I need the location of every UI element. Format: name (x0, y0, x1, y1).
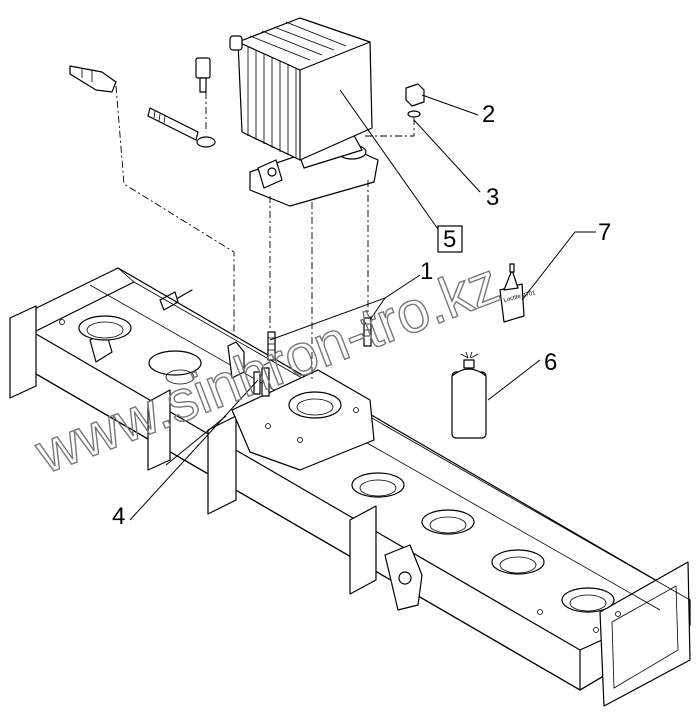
callout-5: 5 (443, 226, 456, 253)
spray-can (451, 351, 487, 439)
callout-7: 7 (598, 219, 611, 246)
assembly-centerlines (115, 85, 415, 380)
leader-lines (129, 89, 596, 521)
heater-unit (229, 17, 379, 207)
axle-frame (9, 267, 691, 707)
callout-5-box (437, 225, 463, 253)
callout-2: 2 (482, 101, 495, 128)
callout-6: 6 (544, 349, 557, 376)
callout-1: 1 (420, 258, 433, 285)
nut-and-washer (405, 83, 425, 118)
callout-4: 4 (112, 503, 125, 530)
frame-openings (78, 315, 615, 613)
callout-3: 3 (486, 184, 499, 211)
studs (253, 317, 372, 397)
loctite-bottle: Loctite 2701 (499, 263, 537, 323)
pin-and-bolt-parts (69, 57, 216, 148)
callouts: 1 2 3 4 5 6 7 (112, 101, 611, 530)
